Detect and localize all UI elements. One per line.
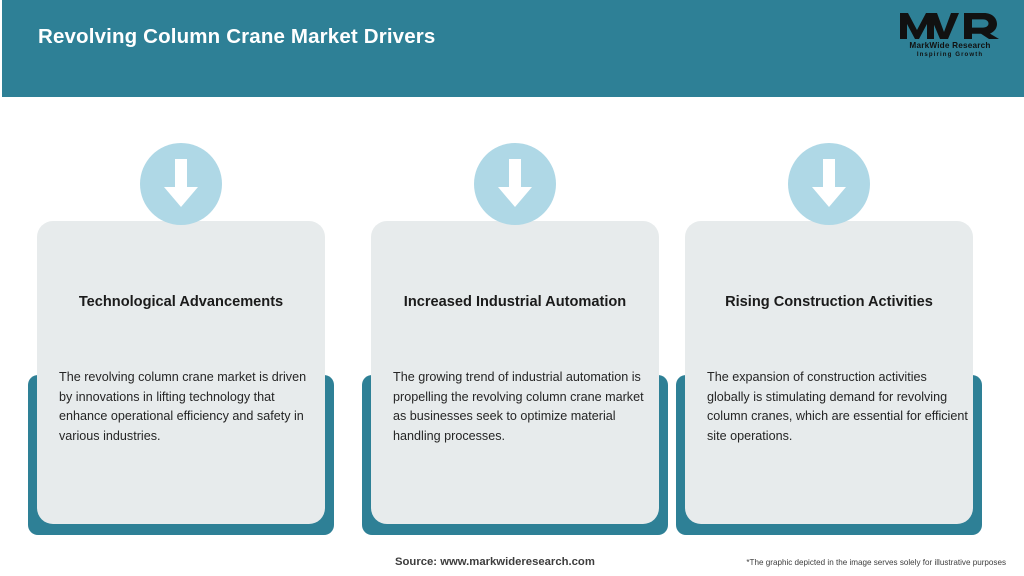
driver-card[interactable]: Increased Industrial Automation The grow… (362, 143, 668, 535)
down-arrow-icon (788, 143, 870, 225)
logo-tagline: Inspiring Growth (916, 51, 984, 58)
card-panel: Technological Advancements The revolving… (37, 221, 325, 524)
mwr-logo-icon (900, 13, 999, 39)
card-body-text: The expansion of construction activities… (707, 370, 968, 443)
source-note: Source: www.markwideresearch.com (395, 556, 595, 568)
page-title: Revolving Column Crane Market Drivers (38, 25, 436, 48)
card-body-text: The growing trend of industrial automati… (393, 370, 644, 443)
card-panel: Rising Construction Activities The expan… (685, 221, 973, 524)
card-title: Increased Industrial Automation (403, 294, 627, 310)
driver-card[interactable]: Technological Advancements The revolving… (28, 143, 334, 535)
header-bar: Revolving Column Crane Market Drivers Ma… (2, 0, 1024, 97)
logo: MarkWide Research Inspiring Growth (898, 9, 1002, 61)
card-body-text: The revolving column crane market is dri… (59, 370, 307, 443)
down-arrow-icon (474, 143, 556, 225)
logo-company-name: MarkWide Research (909, 41, 991, 50)
driver-cards-container: Technological Advancements The revolving… (0, 97, 1024, 537)
down-arrow-icon (140, 143, 222, 225)
driver-card[interactable]: Rising Construction Activities The expan… (676, 143, 982, 535)
card-title: Technological Advancements (78, 294, 284, 310)
card-panel: Increased Industrial Automation The grow… (371, 221, 659, 524)
disclaimer-note: *The graphic depicted in the image serve… (746, 558, 1006, 567)
card-title: Rising Construction Activities (725, 294, 933, 310)
